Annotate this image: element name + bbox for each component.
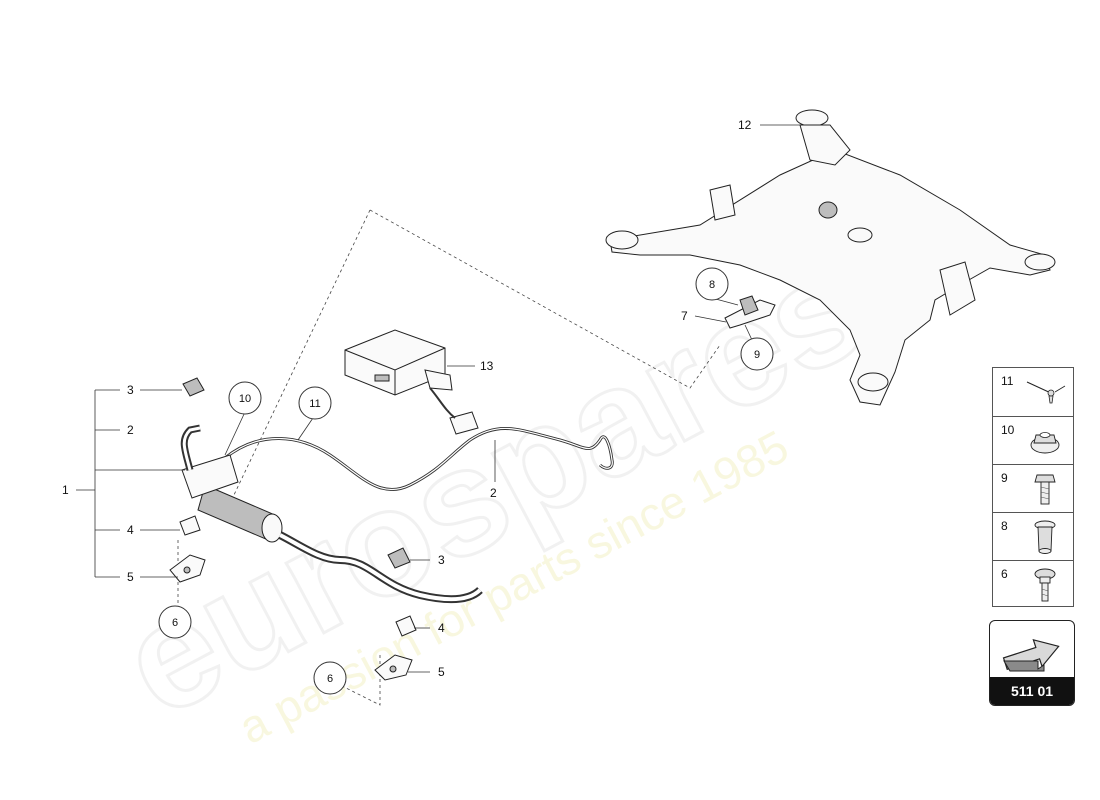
legend-number: 6 xyxy=(1001,567,1008,581)
circled-callout-9: 9 xyxy=(740,337,774,371)
svg-text:6: 6 xyxy=(172,617,178,629)
svg-text:6: 6 xyxy=(327,673,333,685)
callout-13: 13 xyxy=(480,359,494,373)
mount-left-top xyxy=(182,377,205,397)
flange-nut-icon xyxy=(1030,432,1060,454)
fastener-legend: 11 10 9 8 6 xyxy=(992,367,1074,607)
callout-1: 1 xyxy=(62,483,69,497)
rear-subframe xyxy=(605,109,1056,406)
callout-labels: 1 3 2 4 5 3 4 5 2 13 12 7 xyxy=(62,118,752,679)
svg-text:8: 8 xyxy=(709,279,715,291)
circled-callout-8: 8 xyxy=(695,267,729,301)
callout-4-left: 4 xyxy=(127,523,134,537)
clamp-right xyxy=(374,654,413,681)
shoulder-bolt-icon xyxy=(1034,568,1056,602)
circled-callouts: 10 11 6 6 8 9 xyxy=(158,267,774,695)
legend-number: 10 xyxy=(1001,423,1015,437)
legend-number: 11 xyxy=(1001,374,1014,388)
callout-4-right: 4 xyxy=(438,621,445,635)
legend-row-10: 10 xyxy=(993,416,1073,464)
group-bracket xyxy=(76,389,185,578)
direction-arrow-icon xyxy=(1002,638,1060,672)
callout-3-right: 3 xyxy=(438,553,445,567)
circled-callout-6-left: 6 xyxy=(158,605,192,639)
callout-2-harness: 2 xyxy=(490,486,497,500)
legend-number: 8 xyxy=(1001,519,1008,533)
control-unit xyxy=(344,329,453,396)
cable-tie-icon xyxy=(1026,381,1066,404)
legend-row-11: 11 xyxy=(993,368,1073,416)
mount-right-top xyxy=(387,547,411,569)
callout-5-right: 5 xyxy=(438,665,445,679)
projection-lines xyxy=(177,209,721,706)
mount-right-lower xyxy=(395,615,417,637)
circled-callout-6-right: 6 xyxy=(313,661,347,695)
mount-left-lower xyxy=(179,515,201,536)
legend-row-8: 8 xyxy=(993,512,1073,560)
legend-row-9: 9 xyxy=(993,464,1073,512)
callout-12: 12 xyxy=(738,118,752,132)
callout-7: 7 xyxy=(681,309,688,323)
wiring-harness xyxy=(224,387,614,491)
hex-bolt-icon xyxy=(1034,474,1056,505)
clamp-left xyxy=(169,554,206,583)
spacer-sleeve-icon xyxy=(1034,520,1056,554)
circled-callout-11: 11 xyxy=(298,386,332,420)
legend-row-6: 6 xyxy=(993,560,1073,608)
svg-text:10: 10 xyxy=(239,393,251,405)
callout-3-left: 3 xyxy=(127,383,134,397)
reference-code: 511 01 xyxy=(990,677,1074,705)
bracket-part xyxy=(724,295,776,329)
callout-2-left: 2 xyxy=(127,423,134,437)
svg-text:11: 11 xyxy=(309,398,320,410)
reference-tag: 511 01 xyxy=(989,620,1075,706)
svg-text:9: 9 xyxy=(754,349,760,361)
callout-5-left: 5 xyxy=(127,570,134,584)
canister-assembly xyxy=(180,424,483,604)
legend-number: 9 xyxy=(1001,471,1008,485)
circled-callout-10: 10 xyxy=(228,381,262,415)
